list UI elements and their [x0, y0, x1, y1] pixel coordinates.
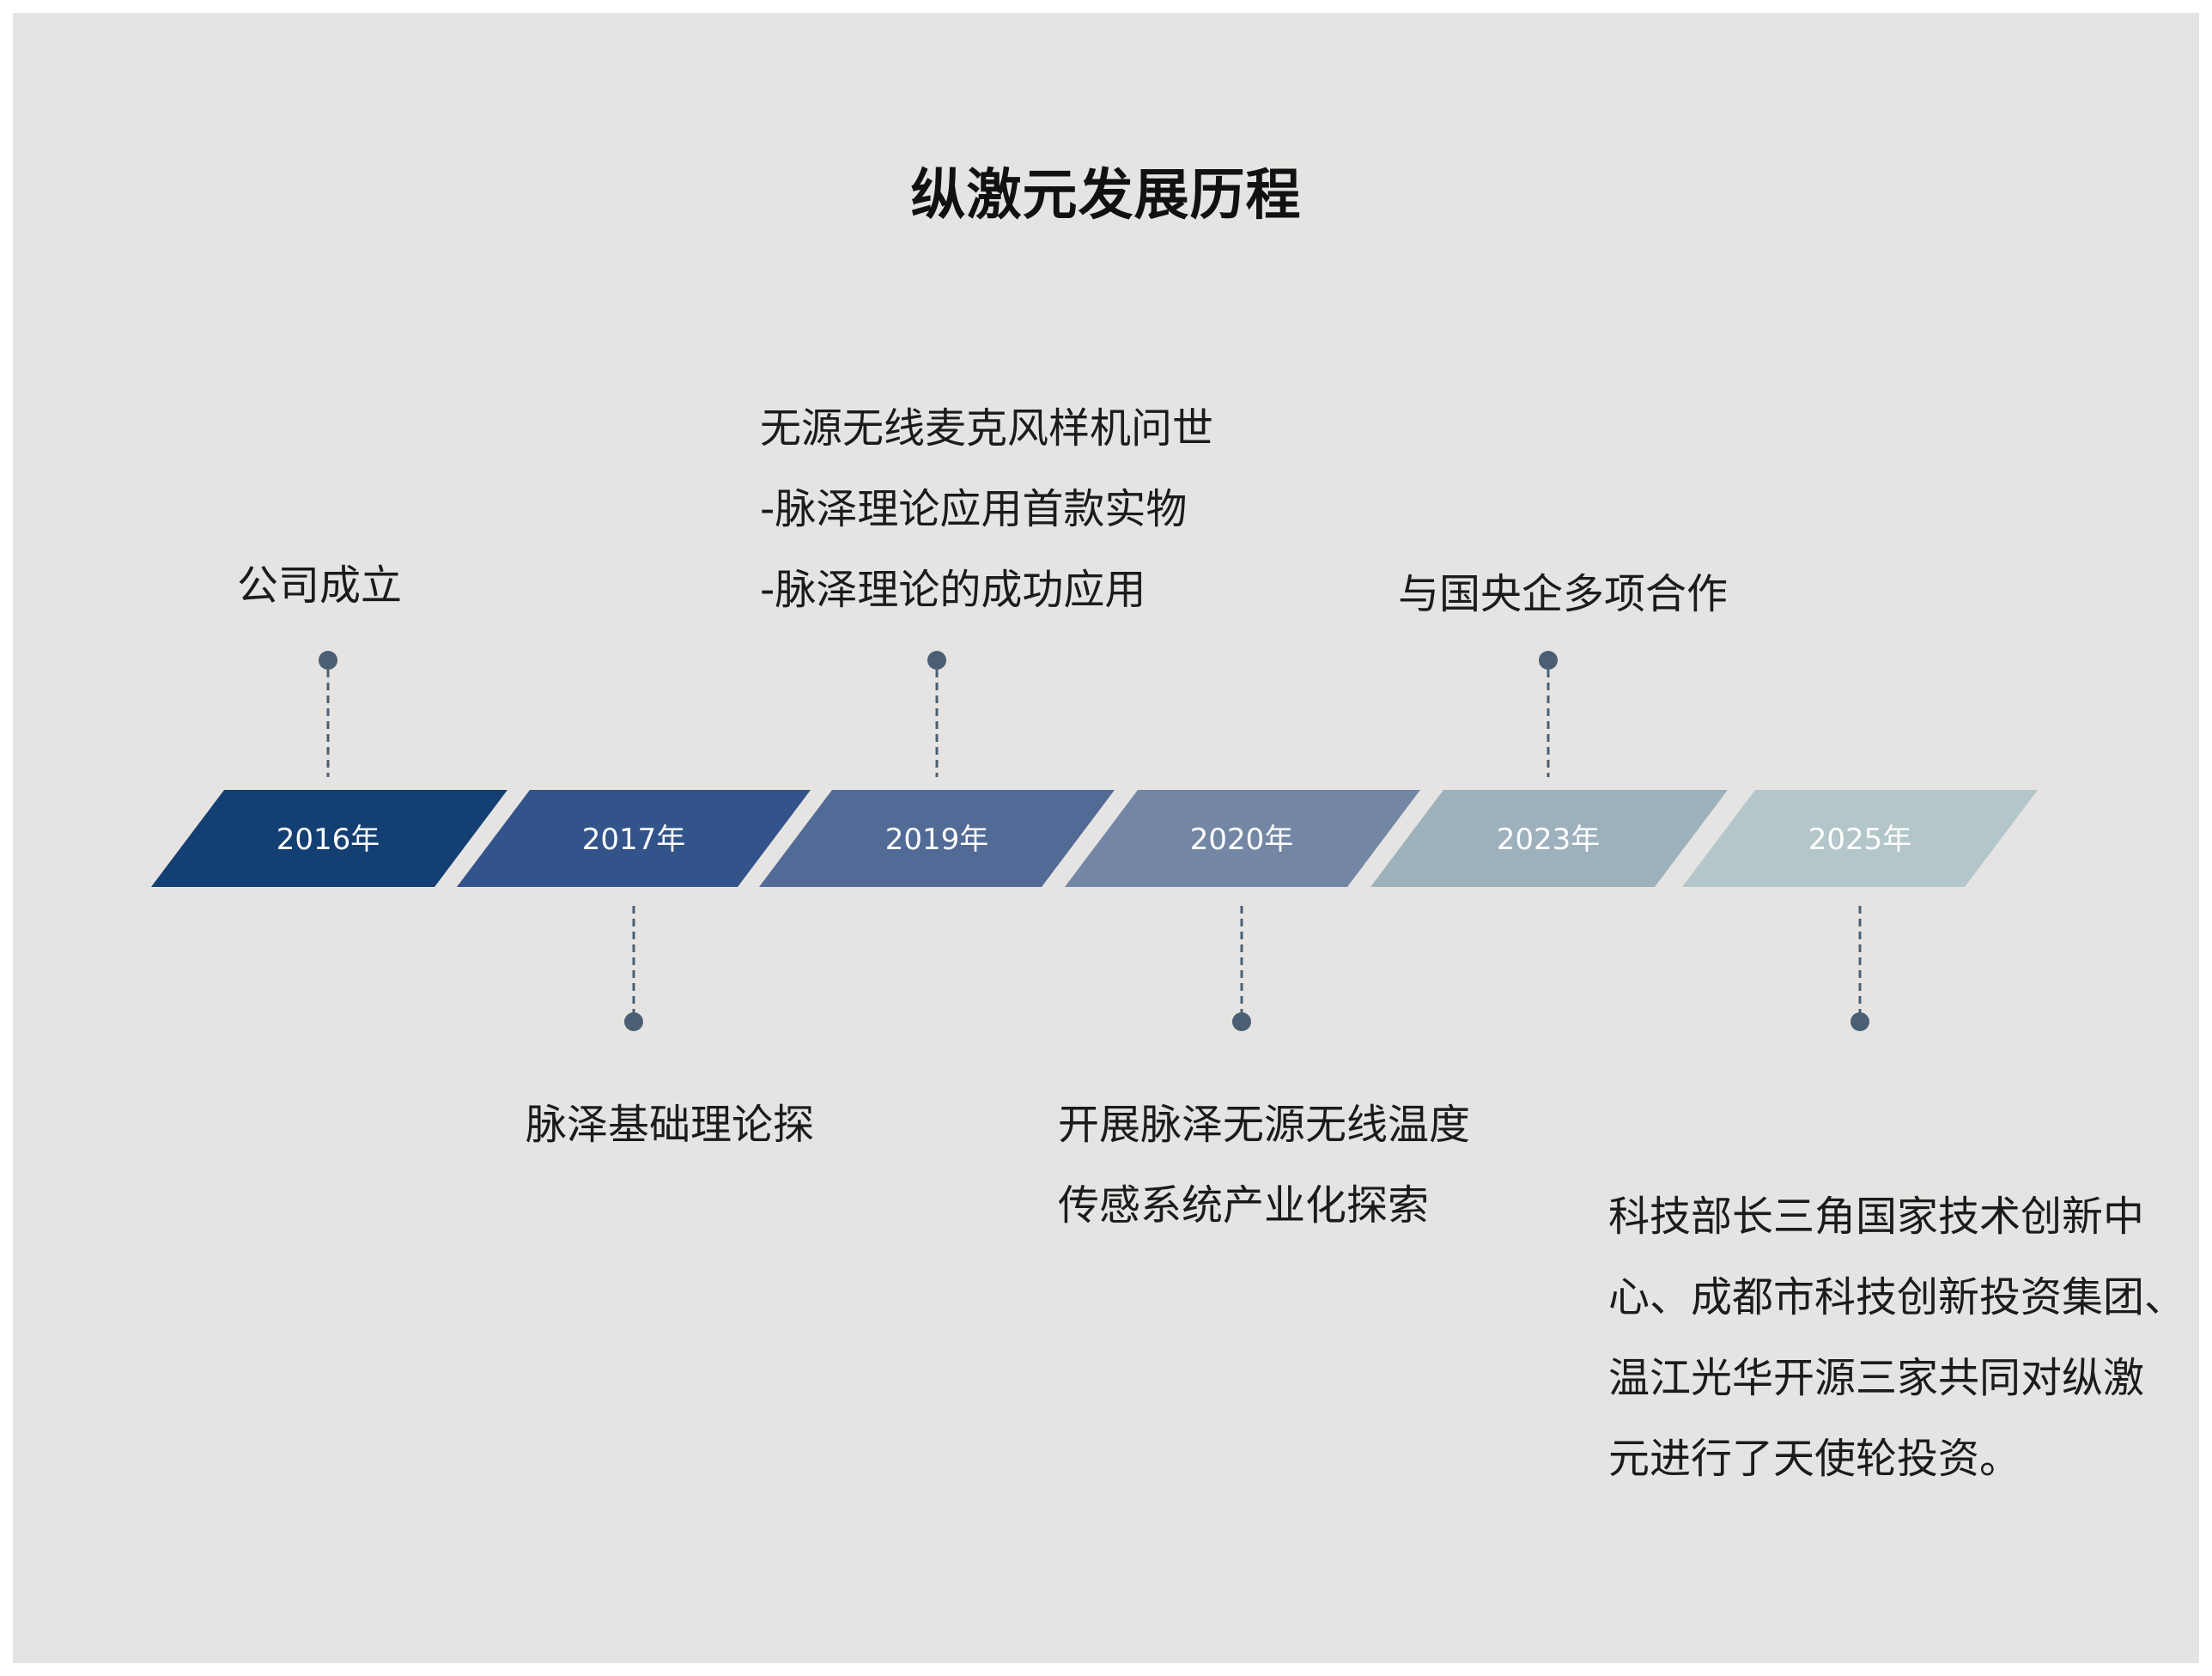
milestone-dot — [1850, 1012, 1869, 1031]
milestone-note-line: -脉泽理论的成功应用 — [760, 566, 1146, 614]
milestone-note-line: 公司成立 — [237, 562, 403, 610]
milestone-note-line: 与国央企多项合作 — [1398, 570, 1729, 618]
milestone-note-line: 无源无线麦克风样机问世 — [760, 404, 1214, 452]
milestone-note-line: 温江光华开源三家共同对纵激 — [1608, 1354, 2145, 1402]
year-label: 2017年 — [582, 823, 686, 857]
milestone-note-line: 脉泽基础理论探 — [526, 1101, 815, 1149]
year-label: 2023年 — [1497, 823, 1601, 857]
milestone-dot — [319, 651, 337, 670]
timeline-segment-4 — [1065, 790, 1420, 887]
timeline-segment-1 — [151, 790, 507, 887]
milestone-note-line: 开展脉泽无源无线温度 — [1058, 1101, 1471, 1149]
milestone-note: 科技部长三角国家技术创新中心、成都市科技创新投资集团、温江光华开源三家共同对纵激… — [1608, 1176, 2185, 1499]
year-label: 2025年 — [1808, 823, 1912, 857]
milestone-note-line: -脉泽理论应用首款实物 — [760, 485, 1188, 533]
timeline-segment-3 — [759, 790, 1115, 887]
milestone-note: 开展脉泽无源无线温度传感系统产业化探索 — [1058, 1084, 1470, 1246]
year-label: 2019年 — [885, 823, 989, 857]
year-label: 2016年 — [276, 823, 380, 857]
milestone-note-line: 元进行了天使轮投资。 — [1608, 1435, 2021, 1483]
year-label: 2020年 — [1190, 823, 1294, 857]
milestone-note-line: 心、成都市科技创新投资集团、 — [1608, 1273, 2186, 1321]
milestone-dot — [1539, 651, 1558, 670]
milestone-note: 脉泽基础理论探 — [526, 1084, 814, 1165]
milestone-dot — [624, 1012, 643, 1031]
milestone-note: 与国央企多项合作 — [1398, 554, 1728, 635]
timeline-segment-6 — [1682, 790, 2038, 887]
milestone-note-line: 科技部长三角国家技术创新中 — [1608, 1193, 2145, 1241]
milestone-note: 公司成立 — [237, 545, 402, 626]
timeline-segment-5 — [1370, 790, 1728, 887]
milestone-dot — [1232, 1012, 1251, 1031]
milestone-note-line: 传感系统产业化探索 — [1058, 1181, 1430, 1230]
milestone-dot — [927, 651, 946, 670]
page-title: 纵激元发展历程 — [910, 164, 1302, 228]
milestone-note: 无源无线麦克风样机问世 -脉泽理论应用首款实物 -脉泽理论的成功应用 — [760, 388, 1213, 630]
timeline-segment-2 — [457, 790, 811, 887]
